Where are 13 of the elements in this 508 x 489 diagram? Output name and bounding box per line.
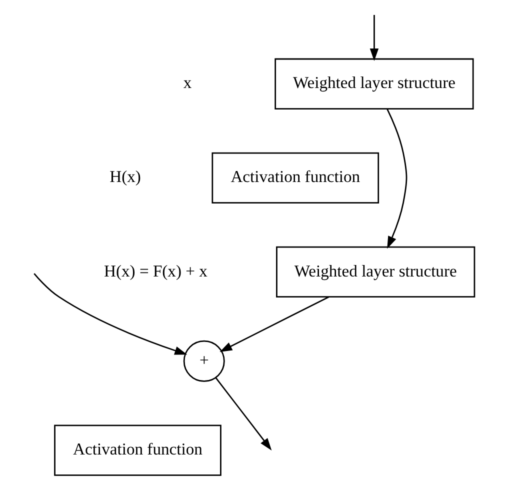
arrow	[215, 377, 272, 450]
arrow	[220, 296, 330, 352]
node-box: Activation function	[54, 424, 222, 476]
arrow	[370, 14, 379, 62]
arrow	[34, 273, 188, 355]
arrow	[386, 108, 408, 249]
node-box: Activation function	[212, 152, 380, 204]
label: H(x)	[110, 167, 141, 186]
label: x	[183, 73, 192, 92]
label: H(x) = F(x) + x	[104, 261, 208, 280]
node-box: Weighted layer structure	[276, 246, 476, 298]
node-box: Weighted layer structure	[274, 58, 474, 110]
node-circle: +	[183, 340, 225, 382]
